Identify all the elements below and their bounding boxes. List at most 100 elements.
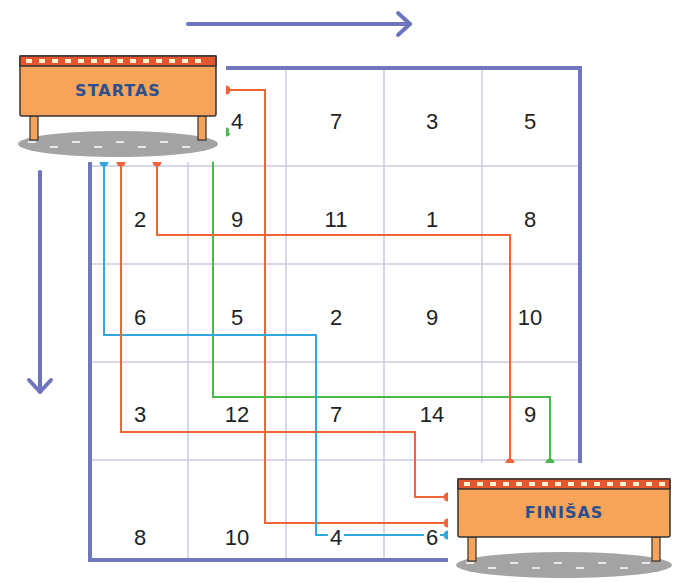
ground-dash	[642, 562, 650, 564]
sign-ground	[18, 131, 218, 157]
stripe-dot	[490, 482, 496, 486]
stripe-dot	[555, 482, 561, 486]
sign-panel	[448, 463, 680, 583]
ground-dash	[488, 567, 496, 569]
grid-number: 11	[323, 209, 350, 231]
route-line	[104, 162, 448, 535]
grid-line	[90, 361, 580, 363]
sign-stripe	[20, 56, 216, 66]
grid-line	[383, 68, 385, 560]
stripe-dot	[143, 59, 149, 63]
sign-ground	[456, 552, 672, 578]
stripe-dot	[91, 59, 97, 63]
ground-dash	[620, 567, 628, 569]
stripe-dot	[130, 59, 136, 63]
grid-number: 4	[328, 527, 344, 549]
start-sign: STARTAS	[10, 40, 226, 162]
stripe-dot	[542, 482, 548, 486]
stripe-dot	[65, 59, 71, 63]
stripe-dot	[26, 59, 32, 63]
stripe-dot	[104, 59, 110, 63]
grid-number: 9	[229, 209, 245, 231]
grid-number: 8	[522, 209, 538, 231]
ground-dash	[116, 141, 124, 143]
stripe-dot	[568, 482, 574, 486]
grid-line	[285, 68, 287, 560]
ground-dash	[50, 146, 58, 148]
stripe-dot	[516, 482, 522, 486]
grid-number: 8	[132, 527, 148, 549]
sign-leg	[198, 116, 206, 140]
ground-dash	[138, 146, 146, 148]
ground-dash	[72, 141, 80, 143]
sign-leg	[30, 116, 38, 140]
stripe-dot	[646, 482, 652, 486]
stripe-dot	[182, 59, 188, 63]
ground-dash	[554, 562, 562, 564]
grid-number: 5	[229, 307, 245, 329]
grid-number: 7	[328, 404, 344, 426]
ground-dash	[160, 141, 168, 143]
stripe-dot	[464, 482, 470, 486]
ground-dash	[532, 567, 540, 569]
route-line	[157, 162, 510, 463]
grid-number: 6	[424, 527, 440, 549]
ground-dash	[576, 567, 584, 569]
sign-illustration	[10, 40, 226, 162]
sign-leg	[652, 537, 660, 561]
arrow-head	[29, 380, 51, 392]
grid-number: 2	[132, 209, 148, 231]
ground-dash	[182, 146, 190, 148]
stripe-dot	[169, 59, 175, 63]
grid-number: 3	[424, 111, 440, 133]
sign-leg	[468, 537, 476, 561]
grid-number: 9	[522, 404, 538, 426]
stripe-dot	[195, 59, 201, 63]
stripe-dot	[620, 482, 626, 486]
grid-number: 2	[328, 307, 344, 329]
stripe-dot	[52, 59, 58, 63]
stripe-dot	[477, 482, 483, 486]
grid-number: 5	[522, 111, 538, 133]
stripe-dot	[633, 482, 639, 486]
grid-line	[90, 165, 580, 167]
stripe-dot	[78, 59, 84, 63]
sign-label: STARTAS	[10, 81, 226, 100]
arrow-shaft	[38, 172, 42, 392]
route-line	[213, 132, 550, 463]
grid-number: 1	[424, 209, 440, 231]
direction-arrow	[29, 172, 51, 392]
grid-number: 7	[328, 111, 344, 133]
stripe-dot	[39, 59, 45, 63]
sign-label: FINIŠAS	[448, 503, 680, 522]
sign-illustration	[448, 463, 680, 583]
stripe-dot	[581, 482, 587, 486]
stripe-dot	[594, 482, 600, 486]
ground-dash	[28, 141, 36, 143]
stripe-dot	[156, 59, 162, 63]
route-line	[121, 162, 448, 497]
grid-line	[90, 263, 580, 265]
ground-dash	[598, 562, 606, 564]
grid-number: 3	[132, 404, 148, 426]
stripe-dot	[503, 482, 509, 486]
finish-sign: FINIŠAS	[448, 463, 680, 583]
ground-dash	[94, 146, 102, 148]
ground-dash	[510, 562, 518, 564]
direction-arrow	[188, 13, 410, 35]
arrow-head	[398, 13, 410, 35]
sign-stripe	[458, 479, 670, 489]
ground-dash	[466, 562, 474, 564]
grid-number: 9	[424, 307, 440, 329]
grid-number: 12	[223, 404, 251, 426]
stripe-dot	[529, 482, 535, 486]
grid-number: 14	[418, 404, 446, 426]
stripe-dot	[117, 59, 123, 63]
stripe-dot	[659, 482, 665, 486]
sign-panel	[10, 40, 226, 162]
grid-number: 10	[516, 307, 544, 329]
arrow-shaft	[188, 22, 410, 26]
grid-number: 4	[229, 111, 245, 133]
grid-number: 6	[132, 307, 148, 329]
stripe-dot	[607, 482, 613, 486]
